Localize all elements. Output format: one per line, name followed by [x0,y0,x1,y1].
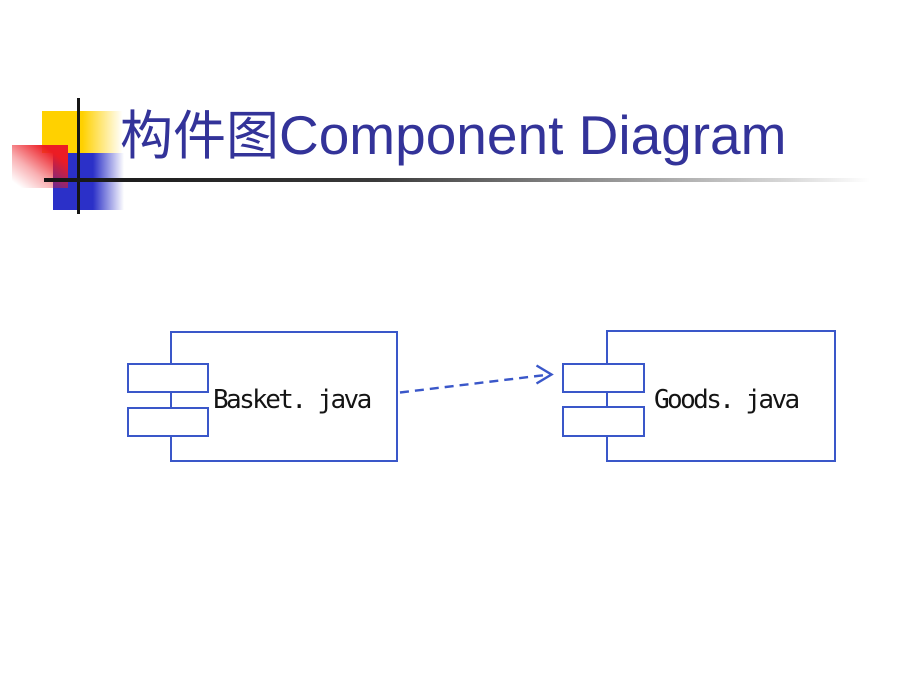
component-basket-body [170,331,398,462]
dependency-arrow-head [535,364,554,385]
component-goods: Goods. java [562,330,836,462]
slide-title-english: Component Diagram [279,104,787,166]
component-goods-tab-bottom [562,406,645,437]
component-goods-tab-top [562,363,645,393]
title-underline-rule [44,178,870,182]
component-basket: Basket. java [127,331,399,462]
component-basket-label: Basket. java [213,385,372,415]
component-basket-tab-top [127,363,209,393]
slide-title-chinese: 构件图 [120,106,279,167]
component-goods-label: Goods. java [654,385,800,415]
decor-vertical-line [77,98,80,214]
component-goods-body [606,330,836,462]
slide-title: 构件图Component Diagram [120,104,787,167]
component-basket-tab-bottom [127,407,209,437]
dependency-arrow-line [399,374,544,394]
